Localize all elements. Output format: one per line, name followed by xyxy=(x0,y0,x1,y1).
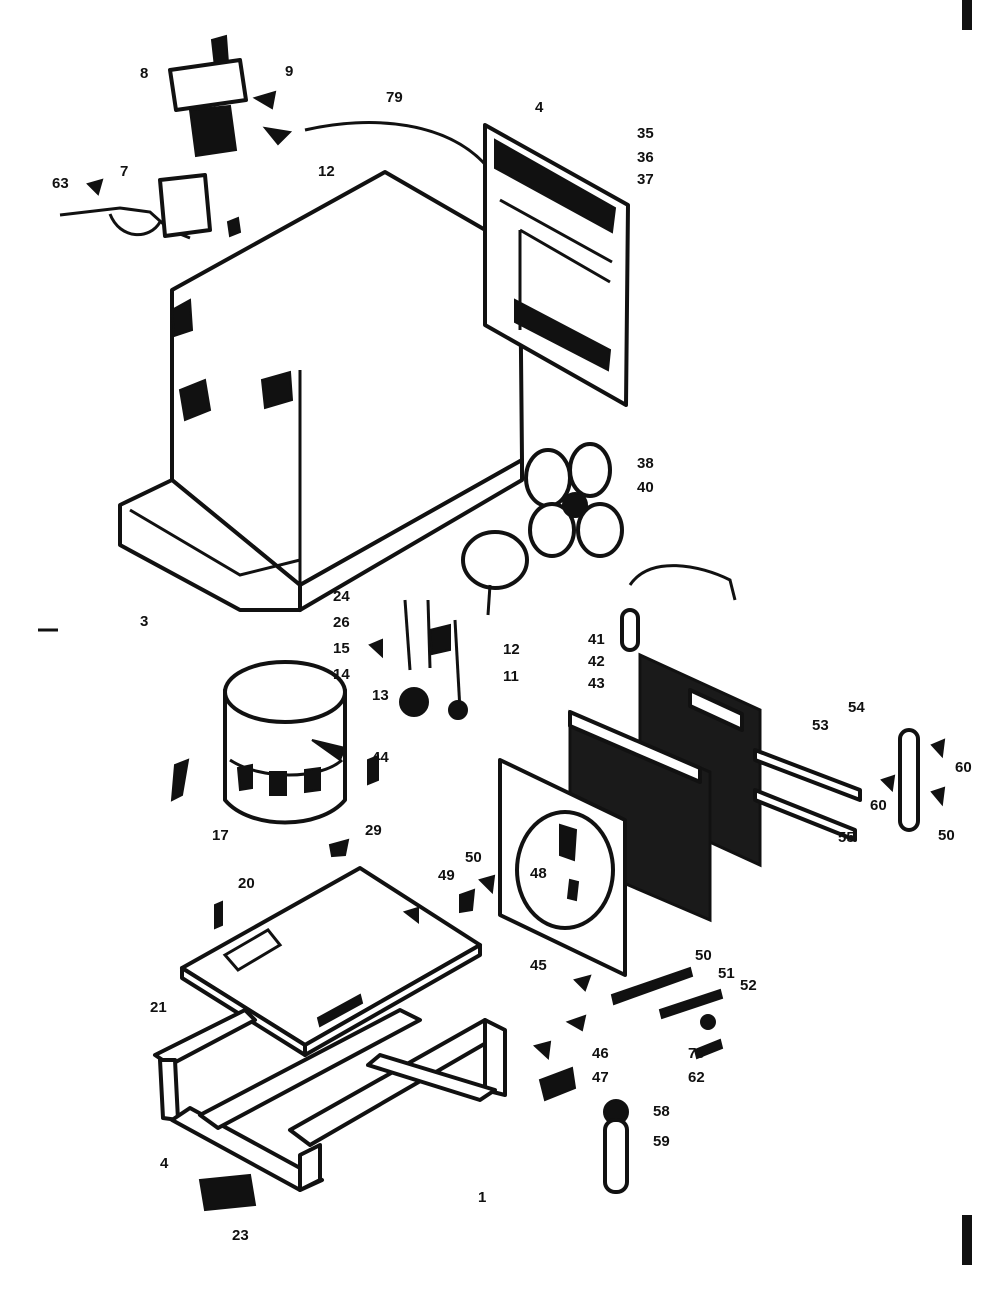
drain-handle xyxy=(880,728,946,832)
mounting-bracket xyxy=(368,599,468,720)
callout-label: 21 xyxy=(150,999,167,1016)
callout-label: 44 xyxy=(372,749,389,766)
callout-label: 47 xyxy=(592,1069,609,1086)
front-grille-panel xyxy=(483,123,630,407)
callout-label: 40 xyxy=(637,479,654,496)
callout-label: 63 xyxy=(52,175,69,192)
hardware-fasteners xyxy=(532,966,724,1102)
callout-label: 53 xyxy=(812,717,829,734)
callout-label: 38 xyxy=(637,455,654,472)
callout-label: 48 xyxy=(530,865,547,882)
callout-label: 58 xyxy=(653,1103,670,1120)
callout-label: 50 xyxy=(465,849,482,866)
callout-label: 4 xyxy=(535,99,544,116)
base-chassis xyxy=(153,1008,507,1212)
spring-clip xyxy=(170,758,190,802)
callout-label: 12 xyxy=(503,641,520,658)
callout-label: 42 xyxy=(588,653,605,670)
callout-label: 37 xyxy=(637,171,654,188)
callout-label: 15 xyxy=(333,640,350,657)
callout-label: 59 xyxy=(653,1133,670,1150)
cabinet-wrapper xyxy=(118,170,524,612)
scan-edge-mark xyxy=(962,1215,972,1265)
callout-label: 49 xyxy=(438,867,455,884)
callout-label: 51 xyxy=(718,965,735,982)
callout-label: 43 xyxy=(588,675,605,692)
callout-label: 41 xyxy=(588,631,605,648)
callout-label: 17 xyxy=(212,827,229,844)
callout-label: 4 xyxy=(160,1155,169,1172)
compressor xyxy=(223,660,347,825)
callout-label: 45 xyxy=(530,957,547,974)
callout-label: 23 xyxy=(232,1227,249,1244)
callout-label: 9 xyxy=(285,63,293,80)
callout-label: 60 xyxy=(955,759,972,776)
callout-label: 50 xyxy=(695,947,712,964)
callout-label: 3 xyxy=(140,613,148,630)
scan-edge-mark xyxy=(962,0,972,30)
callout-label: 54 xyxy=(848,699,865,716)
mounting-grommet xyxy=(328,838,350,858)
coil-support-rails xyxy=(753,748,862,842)
callout-label: 7 xyxy=(120,163,128,180)
overload-protector xyxy=(367,754,379,786)
callout-label: 52 xyxy=(740,977,757,994)
fan-blade xyxy=(524,442,624,558)
fan-shroud-plate xyxy=(498,758,627,977)
callout-label: 79 xyxy=(386,89,403,106)
callout-label: 50 xyxy=(938,827,955,844)
control-switch-assembly xyxy=(168,34,293,238)
callout-labels: 8 9 79 4 35 36 37 63 7 12 38 40 3 24 26 … xyxy=(52,63,972,1244)
callout-label: 35 xyxy=(637,125,654,142)
callout-label: 11 xyxy=(503,668,519,685)
callout-label: 1 xyxy=(478,1189,486,1206)
thermostat-bulb xyxy=(620,564,737,652)
leveling-foot xyxy=(603,1099,629,1194)
callout-label: 62 xyxy=(688,1069,705,1086)
callout-label: 29 xyxy=(365,822,382,839)
nut xyxy=(402,906,419,925)
callout-label: 70 xyxy=(688,1045,705,1062)
callout-label: 46 xyxy=(592,1045,609,1062)
callout-label: 20 xyxy=(238,875,255,892)
callout-label: 14 xyxy=(333,666,350,683)
capillary-tube xyxy=(304,121,492,171)
callout-label: 36 xyxy=(637,149,654,166)
screw xyxy=(459,888,476,914)
clip xyxy=(478,874,496,895)
callout-label: 55 xyxy=(838,829,855,846)
callout-label: 60 xyxy=(870,797,887,814)
callout-label: 24 xyxy=(333,588,350,605)
power-cord-assembly xyxy=(59,173,212,240)
callout-label: 12 xyxy=(318,163,335,180)
washer xyxy=(214,900,223,930)
fan-motor xyxy=(461,530,529,616)
callout-label: 8 xyxy=(140,65,148,82)
callout-label: 13 xyxy=(372,687,389,704)
callout-label: 26 xyxy=(333,614,350,631)
